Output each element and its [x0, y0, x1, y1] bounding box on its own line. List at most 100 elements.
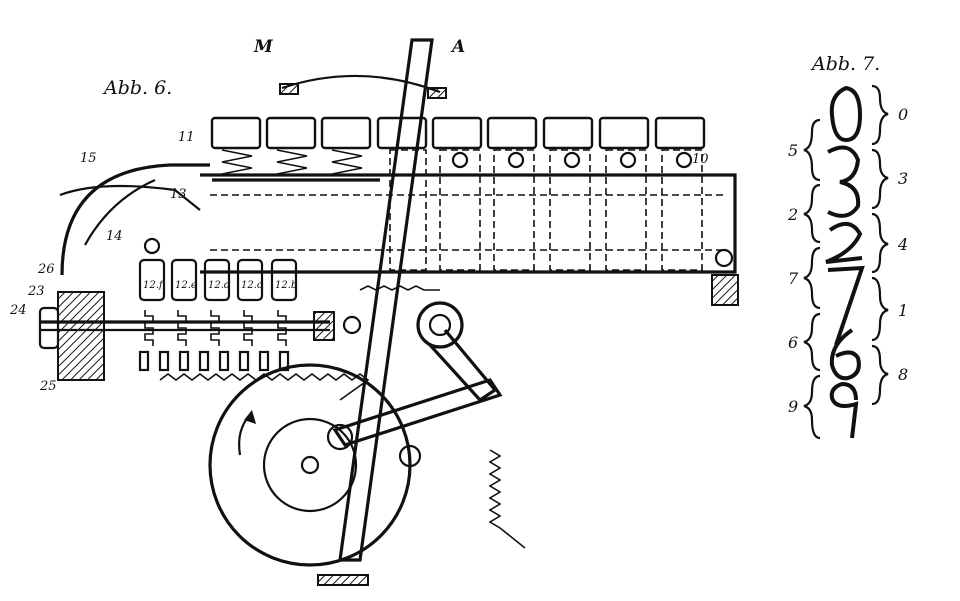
key-spring-3	[331, 149, 363, 175]
figure-6-title: Abb. 6.	[102, 77, 172, 99]
digit-3	[827, 145, 861, 218]
selector-12b	[270, 258, 298, 302]
key-row	[210, 116, 706, 150]
part-label-12f: 12.f	[143, 280, 165, 291]
left-mark-4: 6	[788, 333, 798, 352]
stem-5	[439, 149, 481, 271]
shaft-springs	[144, 310, 287, 346]
part-label-11: 11	[178, 130, 195, 145]
stem-6	[493, 149, 535, 271]
stem-4	[389, 149, 427, 271]
key-hole-9	[675, 151, 693, 169]
key-3	[320, 116, 372, 150]
left-mark-5: 9	[788, 397, 798, 416]
digit-strokes	[825, 85, 865, 439]
left-brace-3	[803, 246, 821, 310]
return-spring	[488, 449, 526, 549]
pin-7	[258, 350, 270, 372]
shaft-spring-4	[243, 310, 253, 346]
part-label-25: 25	[39, 379, 57, 394]
key-2	[265, 116, 317, 150]
shaft-spring-1	[144, 310, 154, 346]
crank-pin	[428, 313, 452, 337]
left-bearing-block	[57, 291, 105, 381]
key-hole-8	[619, 151, 637, 169]
shaft-spring-5	[277, 310, 287, 346]
upper-spring	[359, 285, 440, 291]
left-mark-2: 2	[787, 205, 798, 224]
rotation-arrow-head	[244, 410, 256, 424]
tension-spring	[159, 373, 370, 401]
key-7	[542, 116, 594, 150]
selector-bank	[138, 237, 298, 302]
hand-lever-a	[338, 38, 434, 562]
right-brace-1	[871, 84, 889, 146]
key-5	[431, 116, 483, 150]
digit-7	[827, 265, 865, 346]
cam-slot	[84, 178, 156, 246]
arc-guide	[281, 74, 441, 94]
curved-feed-guide	[60, 163, 210, 276]
left-mark-1: 5	[788, 141, 798, 160]
pin-5	[218, 350, 230, 372]
stem-8	[605, 149, 647, 271]
upper-cam-plate	[59, 184, 201, 211]
digit-2	[825, 222, 863, 264]
pin-2	[158, 350, 170, 372]
right-brace-3	[871, 212, 889, 274]
pin-3	[178, 350, 190, 372]
key-9	[654, 116, 706, 150]
part-label-12b: 12.b	[275, 280, 297, 291]
frame-pivot	[714, 248, 734, 268]
right-brace-4	[871, 276, 889, 342]
right-mark-1: 0	[898, 105, 908, 124]
right-mark-3: 4	[897, 235, 908, 254]
arc-guide-left-mount	[279, 83, 299, 95]
left-brace-1	[803, 118, 821, 182]
part-label-15: 15	[80, 151, 97, 166]
drive-wheel-axle	[300, 455, 320, 475]
right-brace-2	[871, 148, 889, 210]
left-brace-5	[803, 374, 821, 440]
drive-wheel	[208, 363, 412, 567]
key-1	[210, 116, 262, 150]
part-label-12d: 12.d	[208, 280, 230, 291]
selector-12e	[170, 258, 198, 302]
shaft-right-bearing	[313, 311, 335, 341]
key-6	[486, 116, 538, 150]
part-label-12c: 12.c	[241, 280, 263, 291]
figure-7-title: Abb. 7.	[810, 53, 880, 75]
selector-12d	[203, 258, 231, 302]
figure-7-digit-chain: Abb. 7. 5 2 7 6	[787, 53, 908, 440]
left-mark-3: 7	[788, 269, 799, 288]
part-label-10: 10	[692, 152, 709, 167]
stem-9	[661, 149, 703, 271]
key-hole-7	[563, 151, 581, 169]
key-8	[598, 116, 650, 150]
crank-eye	[416, 301, 464, 349]
pin-4	[198, 350, 210, 372]
key-hole-6	[507, 151, 525, 169]
adjust-knob	[38, 306, 60, 350]
shaft-spring-2	[177, 310, 187, 346]
crank-arm	[428, 328, 498, 403]
right-mark-2: 3	[898, 169, 908, 188]
drive-wheel-hub	[262, 417, 358, 513]
shaft-spring-3	[210, 310, 220, 346]
left-brace-2	[803, 183, 821, 244]
right-braces	[871, 84, 889, 406]
lever-m-label: M	[253, 37, 274, 57]
right-frame-support	[711, 274, 739, 306]
right-brace-5	[871, 344, 889, 406]
pin-row	[138, 350, 290, 372]
digit-9	[829, 381, 859, 439]
selector-pivot	[143, 237, 161, 255]
frame-housing	[200, 173, 737, 274]
key-springs	[212, 149, 380, 182]
left-braces	[803, 118, 821, 440]
part-label-23: 23	[27, 284, 45, 299]
part-label-24: 24	[9, 303, 27, 318]
right-mark-5: 8	[898, 365, 908, 384]
key-spring-1	[221, 149, 253, 175]
